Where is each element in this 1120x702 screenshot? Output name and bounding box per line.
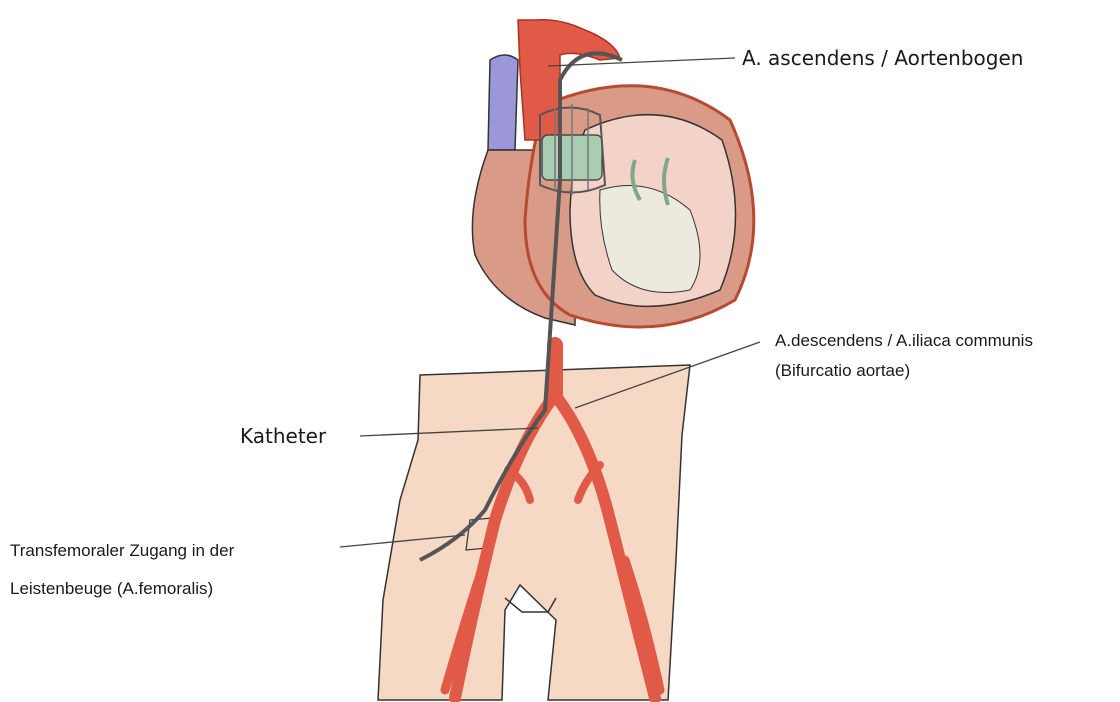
label-access-line1: Transfemoraler Zugang in der	[10, 536, 234, 566]
label-catheter: Katheter	[240, 424, 326, 448]
label-aorta-descending-line1: A.descendens / A.iliaca communis	[775, 326, 1033, 356]
label-aorta-ascending: A. ascendens / Aortenbogen	[742, 46, 1023, 70]
label-aorta-descending-line2: (Bifurcatio aortae)	[775, 356, 910, 386]
vena-cava	[488, 55, 518, 150]
label-access-line2: Leistenbeuge (A.femoralis)	[10, 574, 213, 604]
